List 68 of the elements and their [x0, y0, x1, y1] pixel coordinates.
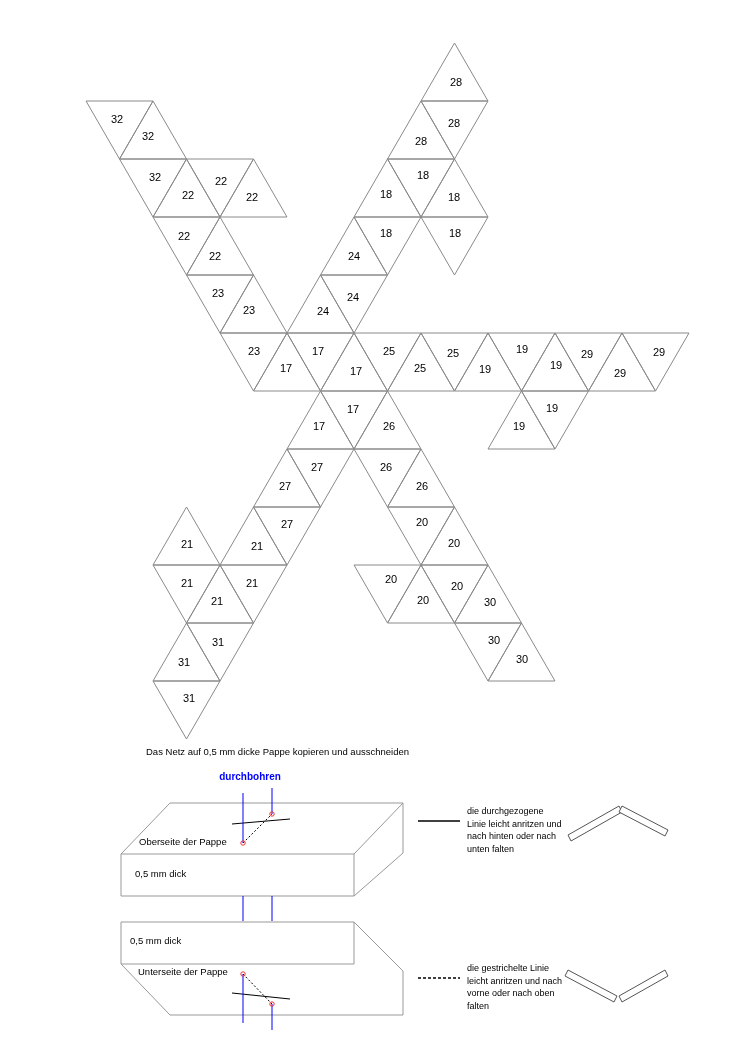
face-number: 25	[446, 347, 460, 359]
legend-text: die durchgezogene Linie leicht anritzen und nach hinten oder nach unten falten	[467, 805, 563, 855]
face-number: 21	[180, 538, 194, 550]
face-number: 20	[416, 594, 430, 606]
face-number: 22	[177, 230, 191, 242]
face-number: 19	[545, 402, 559, 414]
face-number: 17	[349, 365, 363, 377]
face-number: 19	[512, 420, 526, 432]
face-number: 22	[181, 189, 195, 201]
face-number: 22	[208, 250, 222, 262]
face-number: 17	[346, 403, 360, 415]
face-number: 19	[549, 359, 563, 371]
face-number: 17	[312, 420, 326, 432]
face-number: 27	[278, 480, 292, 492]
face-number: 27	[280, 518, 294, 530]
face-number: 21	[245, 577, 259, 589]
face-number: 20	[447, 537, 461, 549]
face-number: 20	[415, 516, 429, 528]
face-number: 18	[448, 227, 462, 239]
face-number: 29	[613, 367, 627, 379]
face-number: 21	[210, 595, 224, 607]
face-number: 23	[247, 345, 261, 357]
face-number: 30	[483, 596, 497, 608]
face-label: 0,5 mm dick	[130, 936, 182, 947]
face-number: 31	[182, 692, 196, 704]
face-number: 26	[415, 480, 429, 492]
face-number: 26	[382, 420, 396, 432]
face-number: 18	[379, 188, 393, 200]
face-number: 28	[414, 135, 428, 147]
legend-text: die gestrichelte Linie leicht anritzen und nach vorne oder nach oben falten	[467, 962, 563, 1012]
face-number: 18	[416, 169, 430, 181]
face-number: 28	[449, 76, 463, 88]
face-label: Unterseite der Pappe	[138, 967, 228, 978]
face-number: 24	[346, 291, 360, 303]
face-number: 30	[515, 653, 529, 665]
face-number: 18	[447, 191, 461, 203]
face-number: 24	[347, 250, 361, 262]
instruction-text: Das Netz auf 0,5 mm dicke Pappe kopieren und ausschneiden	[146, 746, 409, 757]
face-number: 21	[250, 540, 264, 552]
face-number: 23	[211, 287, 225, 299]
face-label: 0,5 mm dick	[135, 869, 187, 880]
face-number: 28	[447, 117, 461, 129]
face-number: 20	[384, 573, 398, 585]
drill-label: durchbohren	[219, 771, 281, 782]
face-number: 21	[180, 577, 194, 589]
face-number: 31	[177, 656, 191, 668]
face-number: 24	[316, 305, 330, 317]
face-number: 22	[214, 175, 228, 187]
face-number: 31	[211, 636, 225, 648]
face-number: 17	[311, 345, 325, 357]
face-number: 23	[242, 304, 256, 316]
face-number: 29	[652, 346, 666, 358]
face-number: 32	[148, 171, 162, 183]
face-label: Oberseite der Pappe	[139, 837, 227, 848]
face-number: 19	[478, 363, 492, 375]
face-number: 25	[382, 345, 396, 357]
face-number: 18	[379, 227, 393, 239]
face-number: 17	[279, 362, 293, 374]
face-number: 20	[450, 580, 464, 592]
face-number: 22	[245, 191, 259, 203]
face-number: 19	[515, 343, 529, 355]
face-number: 26	[379, 461, 393, 473]
face-number: 29	[580, 348, 594, 360]
face-number: 32	[141, 130, 155, 142]
face-number: 30	[487, 634, 501, 646]
face-number: 27	[310, 461, 324, 473]
face-number: 25	[413, 362, 427, 374]
face-number: 32	[110, 113, 124, 125]
